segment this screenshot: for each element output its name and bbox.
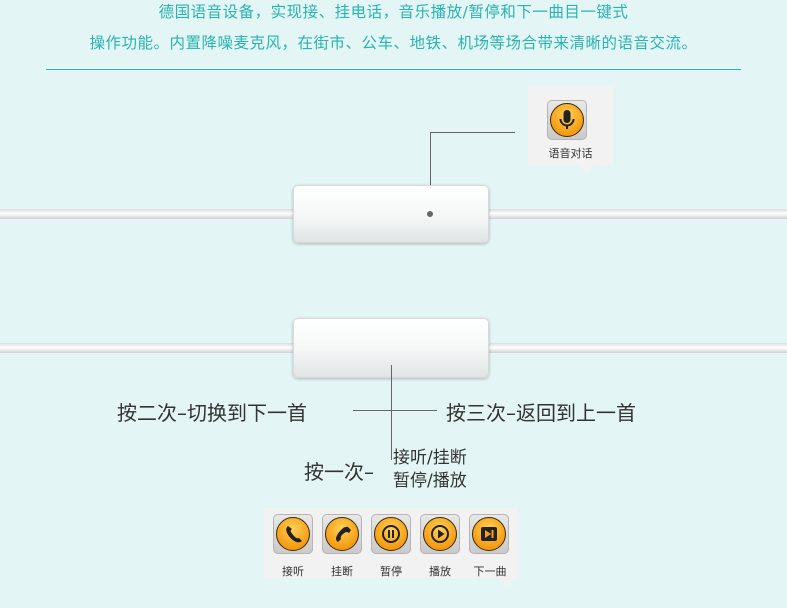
upper-cable-right [486,209,787,219]
next-track-button[interactable] [469,514,509,554]
lower-cable-right [486,343,787,353]
description-line-1: 德国语音设备，实现接、挂电话，音乐播放/暂停和下一曲目一键式 [158,3,629,21]
microphone-icon [559,110,575,129]
press-twice-text: 按二次–切换到下一首 [117,401,307,425]
answer-call-button[interactable] [273,514,313,554]
phone-hangup-icon [336,526,351,542]
next-track-icon [481,527,497,541]
lower-cable-left [0,343,296,353]
pause-button[interactable] [371,514,411,554]
press-once-action-2: 暂停/播放 [393,471,467,491]
description-line-2: 操作功能。内置降噪麦克风，在街市、公车、地铁、机场等场合带来清晰的语音交流。 [89,34,698,52]
hang-up-label: 挂断 [331,565,353,578]
mic-leader-horizontal [430,132,515,133]
pause-label: 暂停 [380,565,402,578]
header-divider [46,69,741,70]
hang-up-button[interactable] [322,514,362,554]
microphone-button[interactable] [547,100,587,140]
upper-cable-left [0,209,296,219]
control-leader-vertical [391,365,392,460]
mic-leader-vertical [430,132,431,212]
mic-panel-pointer [579,165,595,174]
microphone-hole [427,211,433,217]
play-button[interactable] [420,514,460,554]
upper-remote-body [293,185,489,243]
phone-answer-icon [286,526,302,543]
button-bar-pointer [499,578,515,587]
answer-call-label: 接听 [282,565,304,578]
press-three-times-text: 按三次–返回到上一首 [446,401,636,425]
play-label: 播放 [429,565,451,578]
play-icon [431,525,449,543]
press-once-action-1: 接听/挂断 [393,448,467,468]
pause-icon [382,525,400,543]
press-once-text: 按一次– [304,460,374,484]
mic-panel-label: 语音对话 [548,147,593,160]
control-leader-horizontal [353,410,437,411]
next-track-label: 下一曲 [473,565,507,578]
